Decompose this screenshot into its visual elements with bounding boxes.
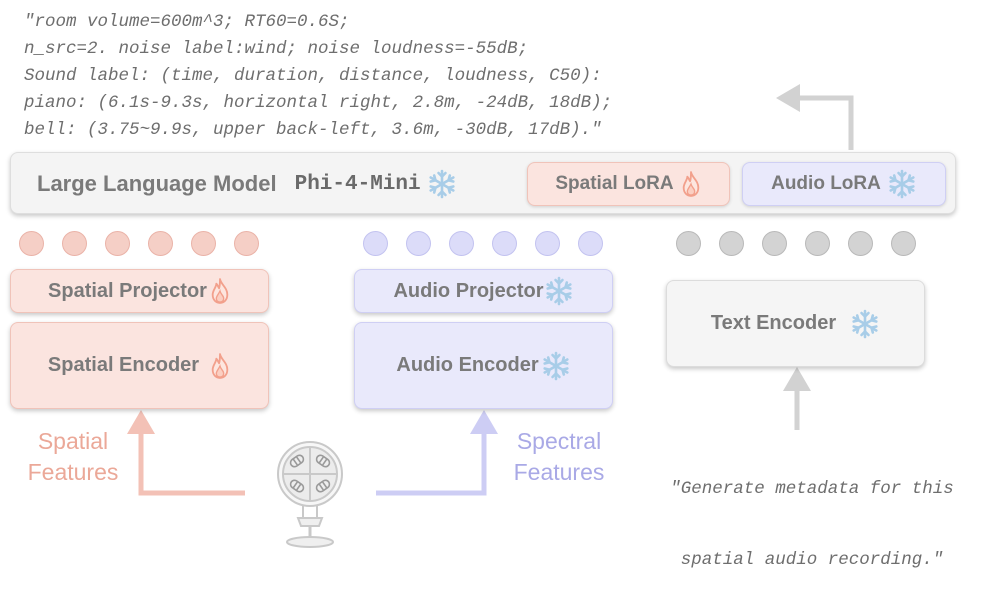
- audio-token: [578, 231, 603, 256]
- llm-output-arrow: [795, 95, 854, 150]
- llm-title: Large Language Model: [37, 171, 277, 196]
- spatial-encoder-label: Spatial Encoder: [47, 354, 200, 376]
- audio-projector-box: Audio Projector: [354, 269, 613, 313]
- spatial-token: [105, 231, 130, 256]
- audio-lora-box: Audio LoRA: [742, 162, 946, 206]
- llm-model-name: Phi-4-Mini: [294, 172, 421, 196]
- output-line: Sound label: (time, duration, distance, …: [24, 66, 602, 86]
- text-encoder-box: Text Encoder: [666, 280, 925, 367]
- text-token: [676, 231, 701, 256]
- audio-token: [535, 231, 560, 256]
- spatial-token: [148, 231, 173, 256]
- spectral-features-arrow: [376, 425, 487, 496]
- spatial-lora-box: Spatial LoRA: [527, 162, 730, 206]
- audio-token: [449, 231, 474, 256]
- flame-icon: [680, 170, 702, 198]
- spatial-token: [234, 231, 259, 256]
- spectral-features-label: Spectral Features: [513, 428, 605, 485]
- snowflake-icon: [850, 309, 880, 339]
- flame-icon: [209, 352, 231, 380]
- text-prompt: "Generate metadata for this spatial audi…: [670, 479, 954, 570]
- audio-token: [492, 231, 517, 256]
- connector-arrows: [127, 84, 854, 496]
- ambisonic-microphone-icon: [277, 441, 343, 548]
- spatial-features-label: Spatial Features: [27, 428, 119, 485]
- snowflake-icon: [544, 276, 574, 306]
- audio-projector-label: Audio Projector: [393, 279, 544, 302]
- llm-box: Large Language Model Phi-4-Mini Spatial …: [10, 152, 956, 214]
- output-line: n_src=2. noise label:wind; noise loudnes…: [24, 39, 529, 59]
- snowflake-icon: [541, 351, 571, 381]
- spatial-lora-label: Spatial LoRA: [555, 173, 674, 194]
- output-line: bell: (3.75~9.9s, upper back-left, 3.6m,…: [24, 120, 602, 140]
- audio-lora-label: Audio LoRA: [771, 173, 881, 194]
- snowflake-icon: [427, 169, 457, 199]
- text-token: [762, 231, 787, 256]
- audio-encoder-box: Audio Encoder: [354, 322, 613, 409]
- output-line: piano: (6.1s-9.3s, horizontal right, 2.8…: [24, 93, 613, 113]
- audio-token: [363, 231, 388, 256]
- text-token: [891, 231, 916, 256]
- spatial-token: [191, 231, 216, 256]
- audio-token: [406, 231, 431, 256]
- spatial-projector-box: Spatial Projector: [10, 269, 269, 313]
- text-encoder-label: Text Encoder: [710, 312, 837, 334]
- flame-icon: [209, 277, 231, 305]
- text-token: [848, 231, 873, 256]
- spatial-token: [19, 231, 44, 256]
- spatial-features-arrow: [138, 425, 245, 496]
- spatial-encoder-box: Spatial Encoder: [10, 322, 269, 409]
- spatial-token: [62, 231, 87, 256]
- spatial-projector-label: Spatial Projector: [48, 279, 207, 302]
- text-token: [805, 231, 830, 256]
- text-token: [719, 231, 744, 256]
- output-line: "room volume=600m^3; RT60=0.6S;: [24, 12, 350, 32]
- snowflake-icon: [887, 169, 917, 199]
- audio-encoder-label: Audio Encoder: [396, 354, 539, 376]
